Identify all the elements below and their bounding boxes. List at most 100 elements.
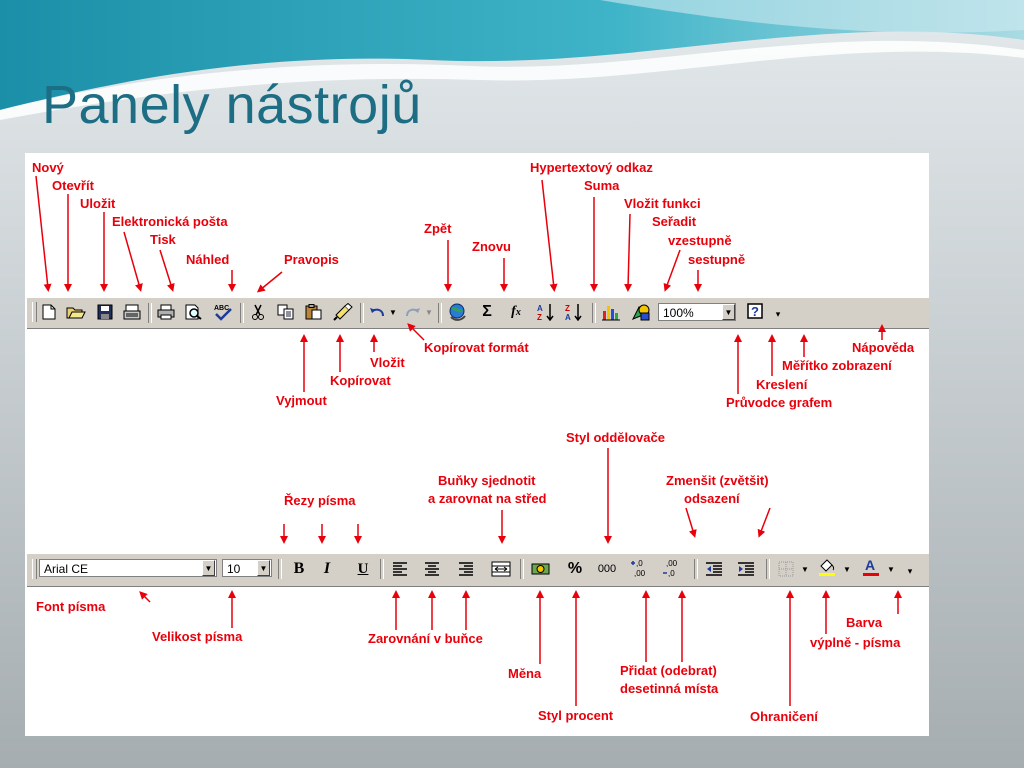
label-suma: Suma — [584, 178, 620, 193]
save-icon[interactable] — [94, 301, 116, 323]
label-zarovnani: Zarovnání v buňce — [368, 631, 483, 646]
decrease-indent-icon[interactable] — [702, 558, 726, 580]
page-title: Panely nástrojů — [42, 75, 422, 135]
label-email: Elektronická pošta — [112, 214, 228, 229]
svg-text:,00: ,00 — [634, 569, 646, 578]
label-velikost: Velikost písma — [152, 629, 243, 644]
increase-indent-icon[interactable] — [734, 558, 758, 580]
label-seradit: Seřadit — [652, 214, 697, 229]
underline-button[interactable]: U — [357, 560, 369, 577]
label-kopirovat-format: Kopírovat formát — [424, 340, 529, 355]
toolbar-separator — [766, 559, 770, 579]
preview-icon[interactable] — [182, 301, 206, 323]
redo-icon[interactable] — [402, 301, 424, 323]
align-center-icon[interactable] — [420, 558, 444, 580]
label-vlozit: Vložit — [370, 355, 405, 370]
open-folder-icon[interactable] — [64, 301, 88, 323]
label-styl-procent: Styl procent — [538, 708, 614, 723]
font-color-icon[interactable]: A — [858, 556, 884, 578]
sum-icon[interactable]: Σ — [482, 303, 492, 320]
label-nahled: Náhled — [186, 252, 230, 267]
toolbar-separator — [438, 303, 442, 323]
label-otevrit: Otevřít — [52, 178, 94, 193]
toolbar-separator — [694, 559, 698, 579]
redo-dropdown-icon[interactable]: ▼ — [425, 307, 433, 317]
label-zmensit-1: Zmenšit (zvětšit) — [666, 473, 769, 488]
italic-button[interactable]: I — [323, 560, 331, 577]
merge-center-icon[interactable] — [488, 558, 514, 580]
font-color-dropdown-icon[interactable]: ▼ — [887, 564, 895, 574]
label-novy: Nový — [32, 160, 64, 175]
toolbar-separator — [360, 303, 364, 323]
label-font: Font písma — [36, 599, 106, 614]
borders-dropdown-icon[interactable]: ▼ — [801, 564, 809, 574]
label-mena: Měna — [508, 666, 542, 681]
fill-color-icon[interactable] — [814, 556, 840, 578]
svg-text:,00: ,00 — [666, 559, 678, 568]
undo-dropdown-icon[interactable]: ▼ — [389, 307, 397, 317]
chart-wizard-icon[interactable] — [598, 301, 624, 323]
bold-button[interactable]: B — [293, 560, 305, 577]
size-dropdown-icon[interactable]: ▼ — [257, 560, 270, 576]
undo-icon[interactable] — [366, 301, 388, 323]
toolbar-options-icon[interactable]: ▾ — [775, 308, 781, 319]
hyperlink-icon[interactable] — [444, 301, 470, 323]
percent-button[interactable]: % — [567, 560, 583, 577]
svg-text:A: A — [537, 304, 543, 313]
toolbar-separator — [520, 559, 524, 579]
svg-text:Z: Z — [565, 304, 570, 313]
svg-text:?: ? — [751, 304, 759, 319]
font-combo[interactable]: Arial CE — [39, 559, 217, 577]
toolbar-grip[interactable] — [32, 302, 37, 322]
new-doc-icon[interactable] — [38, 301, 60, 323]
toolbar-separator — [240, 303, 244, 323]
svg-text:ABC: ABC — [214, 305, 229, 312]
label-hypertext: Hypertextový odkaz — [530, 160, 653, 175]
label-zpet: Zpět — [424, 221, 452, 236]
copy-icon[interactable] — [274, 301, 298, 323]
zoom-value: 100% — [663, 306, 694, 320]
label-meritko: Měřítko zobrazení — [782, 358, 892, 373]
svg-text:Z: Z — [537, 313, 542, 321]
toolbar-separator — [278, 559, 282, 579]
svg-text:A: A — [565, 313, 571, 321]
borders-icon[interactable] — [774, 558, 798, 580]
toolbar-diagram-panel — [25, 153, 929, 736]
toolbar-options-icon[interactable]: ▾ — [907, 565, 913, 576]
label-kresleni: Kreslení — [756, 377, 808, 392]
drawing-icon[interactable] — [628, 301, 654, 323]
toolbar-grip[interactable] — [32, 559, 37, 579]
cut-icon[interactable] — [246, 301, 270, 323]
label-vzestupne: vzestupně — [668, 233, 732, 248]
label-pruvodce: Průvodce grafem — [726, 395, 833, 410]
svg-text:,0: ,0 — [668, 569, 675, 578]
label-tisk: Tisk — [150, 232, 176, 247]
email-icon[interactable] — [120, 301, 144, 323]
paste-icon[interactable] — [302, 301, 326, 323]
align-right-icon[interactable] — [454, 558, 478, 580]
label-bunky-2: a zarovnat na střed — [428, 491, 547, 506]
align-left-icon[interactable] — [388, 558, 412, 580]
zoom-dropdown-icon[interactable]: ▼ — [722, 304, 735, 320]
size-value: 10 — [227, 562, 241, 576]
zoom-combo[interactable]: 100% — [658, 303, 736, 321]
svg-text:A: A — [865, 557, 875, 573]
decrease-decimal-icon[interactable]: ,00,0 — [660, 557, 686, 579]
label-pridat-2: desetinná místa — [620, 681, 719, 696]
spelling-icon[interactable]: ABC — [211, 301, 235, 323]
currency-icon[interactable] — [528, 558, 554, 580]
font-dropdown-icon[interactable]: ▼ — [202, 560, 215, 576]
increase-decimal-icon[interactable]: ,0,00 — [628, 557, 654, 579]
print-icon[interactable] — [154, 301, 178, 323]
help-icon[interactable]: ? — [744, 301, 768, 323]
format-painter-icon[interactable] — [330, 301, 356, 323]
label-ohraniceni: Ohraničení — [750, 709, 818, 724]
thousands-button[interactable]: 000 — [597, 563, 617, 575]
label-pravopis: Pravopis — [284, 252, 339, 267]
label-bunky-1: Buňky sjednotit — [438, 473, 536, 488]
label-vyplne: výplně - písma — [810, 635, 901, 650]
fill-color-dropdown-icon[interactable]: ▼ — [843, 564, 851, 574]
